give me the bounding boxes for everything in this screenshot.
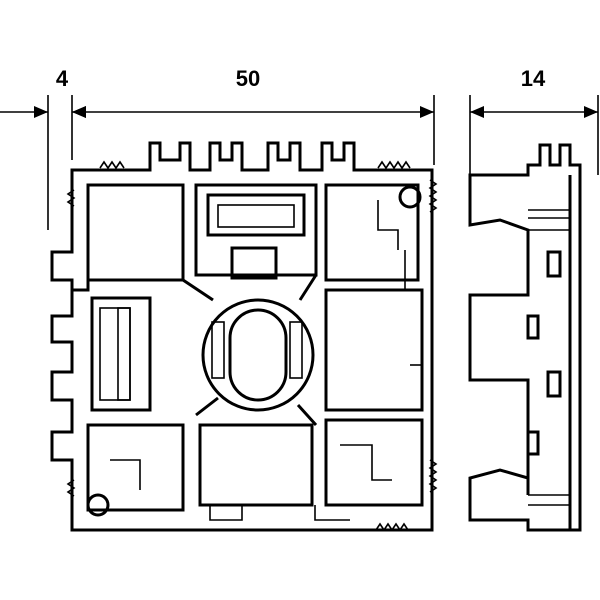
dimension-label-left-offset: 4 (56, 66, 69, 91)
dimension-depth: 14 (469, 66, 599, 175)
dimension-label-width: 50 (236, 66, 260, 91)
dimension-width: 50 (72, 66, 435, 165)
side-view-profile (468, 143, 582, 532)
dimension-label-depth: 14 (521, 66, 546, 91)
front-view-profile (50, 141, 438, 532)
